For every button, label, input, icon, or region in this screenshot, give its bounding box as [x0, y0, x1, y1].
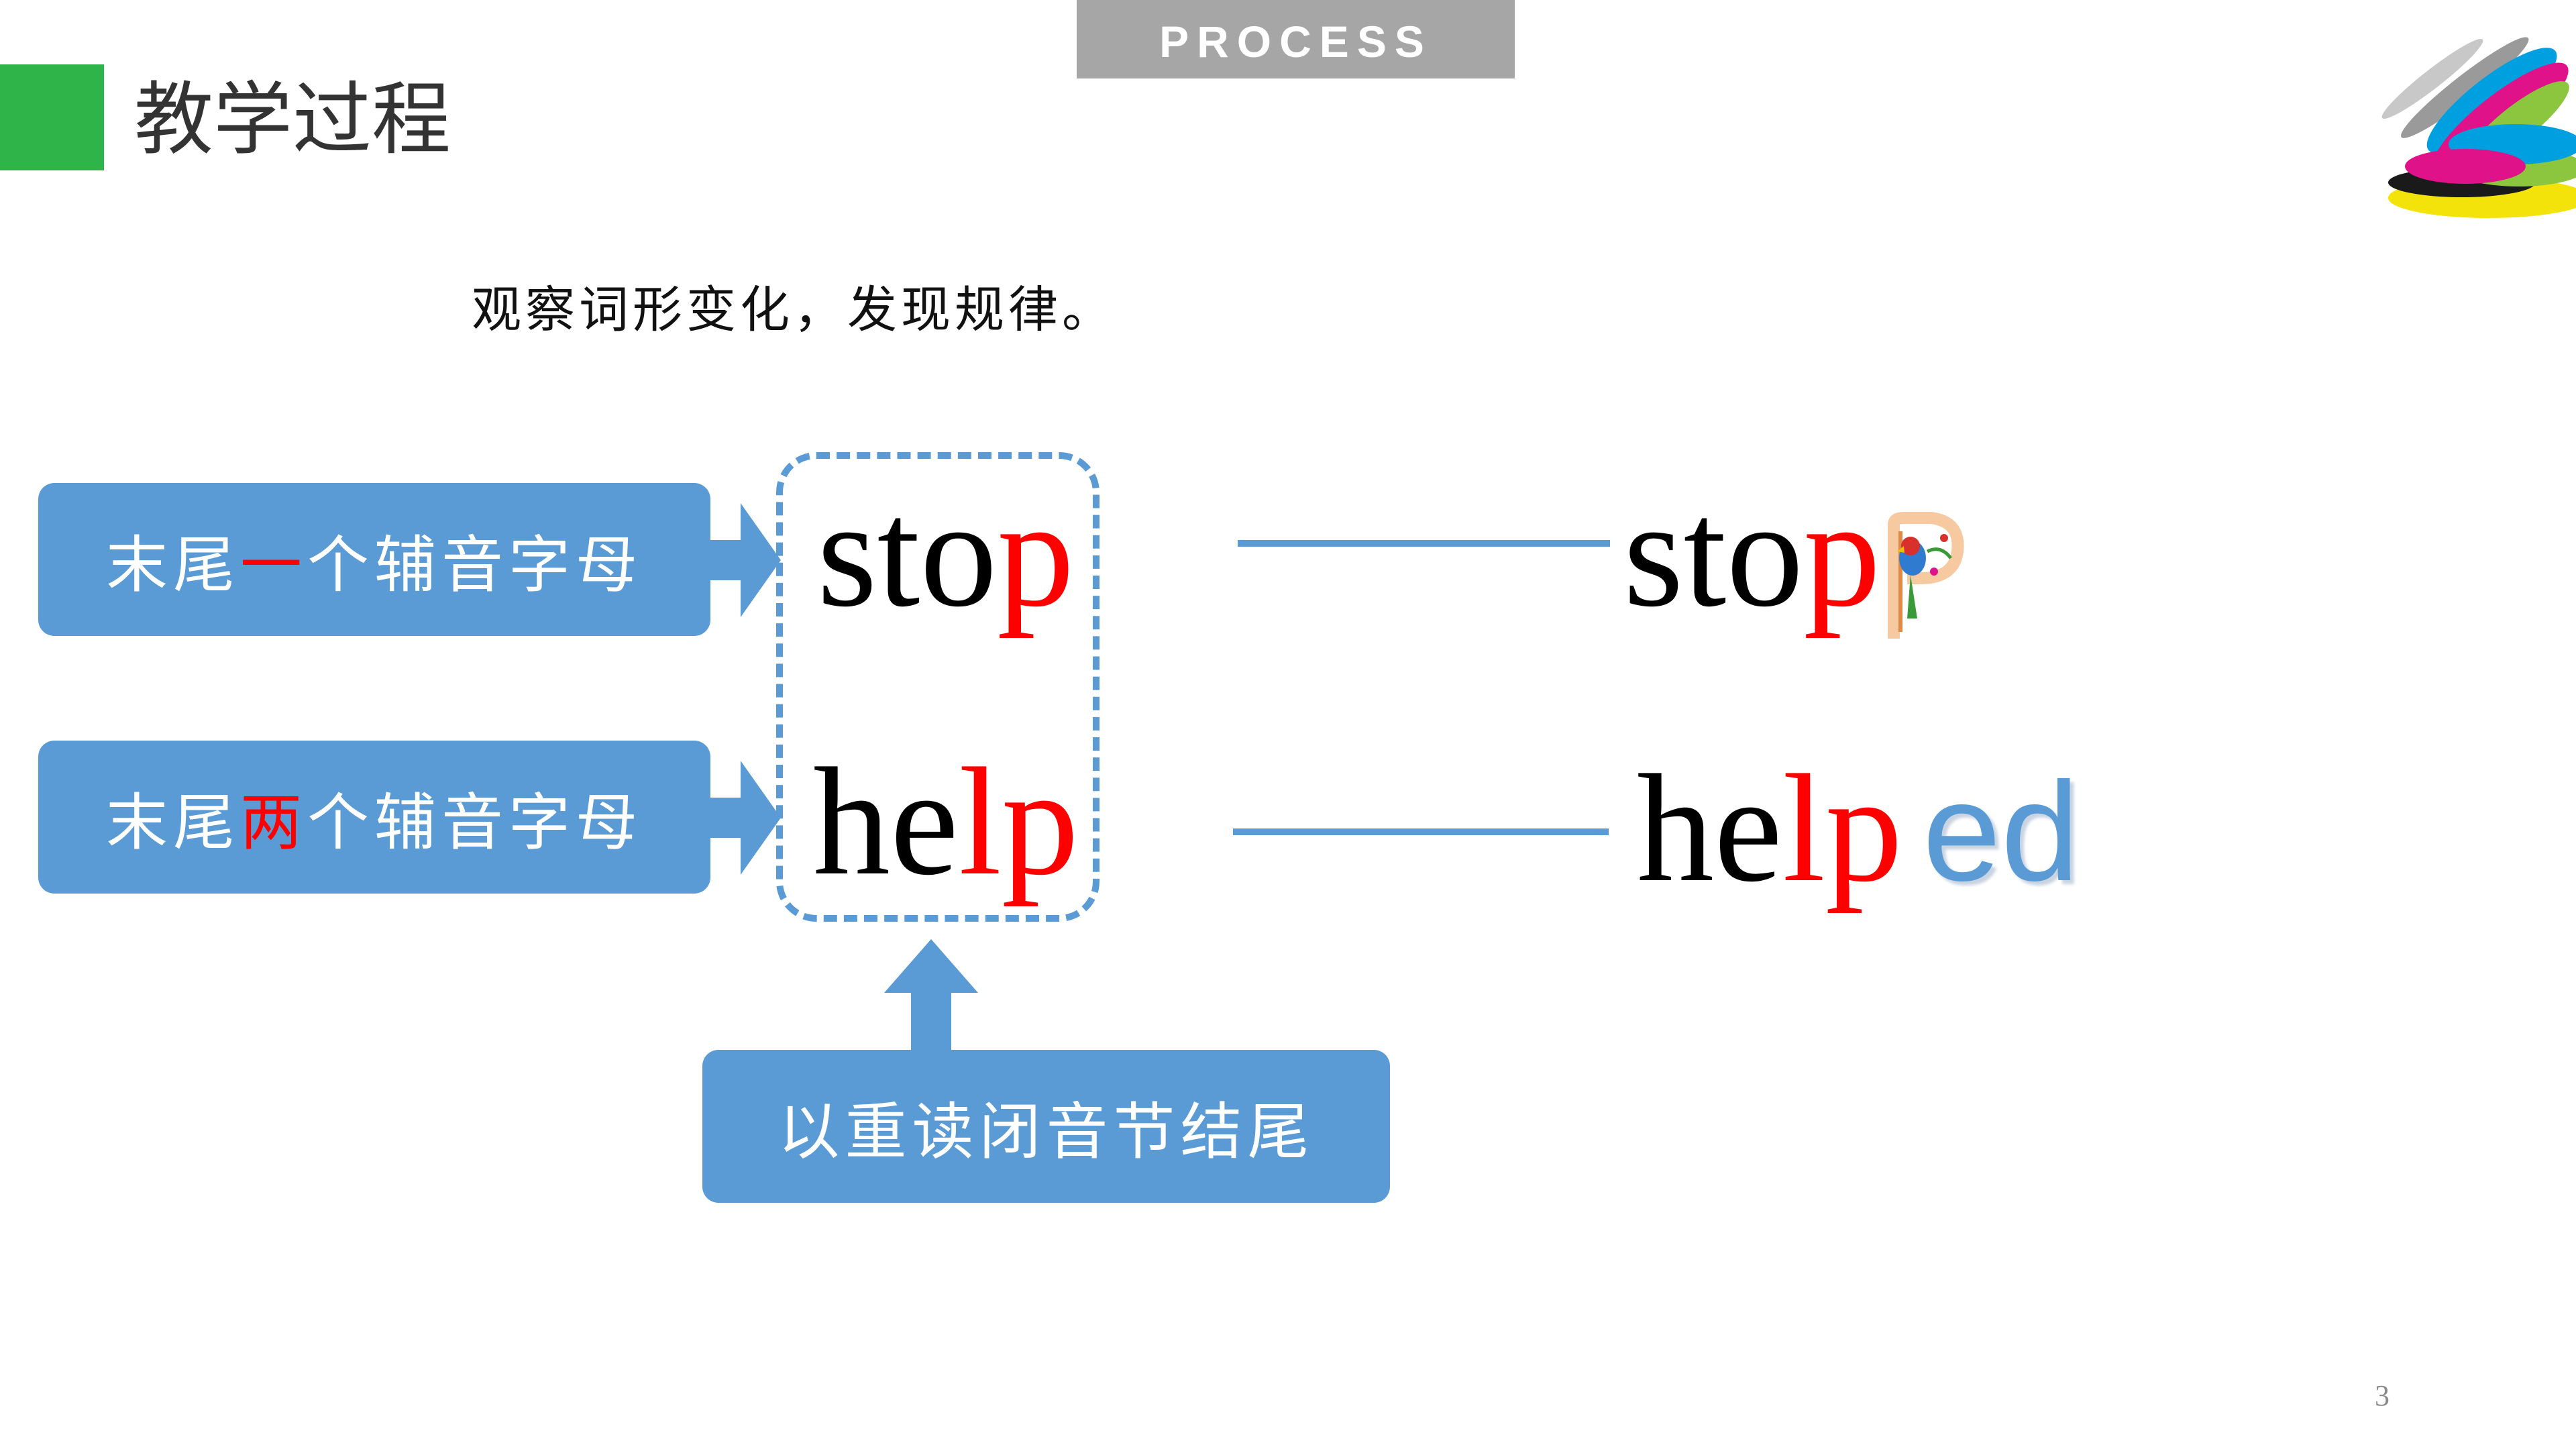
- rule-prefix: 末尾: [105, 786, 240, 859]
- word-ending: lp: [959, 736, 1079, 907]
- brush-stroke-logo-icon: [2381, 37, 2576, 218]
- instruction-text: 观察词形变化，发现规律。: [472, 281, 1116, 339]
- connector-line: [1238, 540, 1610, 547]
- connector-line: [1233, 828, 1609, 835]
- arrow-up-icon: [884, 939, 978, 1053]
- word-base: sto: [817, 468, 998, 639]
- arrow-right-icon: [710, 761, 781, 875]
- word-base: sto: [1623, 468, 1804, 639]
- word-help: help: [813, 738, 1079, 906]
- rule-prefix: 末尾: [105, 529, 240, 601]
- decorated-parrot-letter-p-icon: [1888, 512, 1964, 639]
- rule-suffix: 个辅音字母: [307, 786, 643, 859]
- page-number: 3: [2375, 1379, 2390, 1412]
- word-ending: lp: [1782, 743, 1902, 914]
- word-base: he: [813, 736, 959, 907]
- rule-highlight: 一: [239, 529, 307, 601]
- word-ending: p: [1803, 468, 1881, 639]
- word-stopped: stop: [1623, 470, 1968, 645]
- word-stop: stop: [817, 470, 1074, 637]
- green-accent-block: [0, 64, 104, 170]
- arrow-right-icon: [710, 503, 781, 617]
- rule-box-two-consonants: 末尾两个辅音字母: [38, 741, 710, 894]
- rule-suffix: 个辅音字母: [307, 529, 643, 601]
- word-ending: p: [997, 468, 1075, 639]
- process-tab: PROCESS: [1077, 0, 1515, 78]
- rule-box-stressed-closed-syllable: 以重读闭音节结尾: [702, 1050, 1390, 1203]
- word-suffix: ed: [1923, 753, 2080, 910]
- word-group-dashed-box: [776, 452, 1099, 922]
- rule-box-one-consonant: 末尾一个辅音字母: [38, 483, 710, 636]
- word-base: he: [1637, 743, 1783, 914]
- page-title: 教学过程: [134, 73, 451, 166]
- rule-highlight: 两: [239, 786, 307, 859]
